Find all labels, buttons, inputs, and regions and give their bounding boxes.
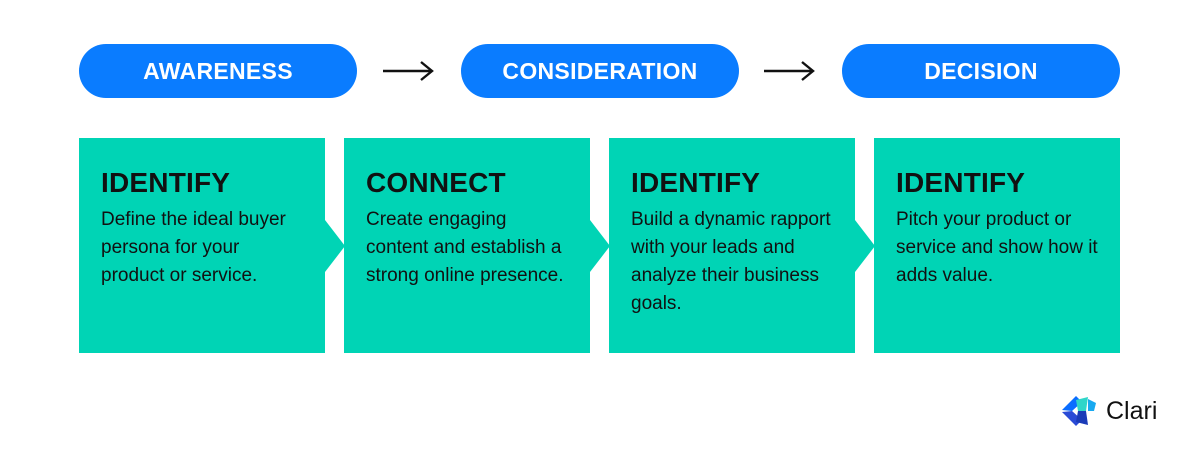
step-card-3: IDENTIFY Build a dynamic rapport with yo… xyxy=(609,138,855,353)
chevron-right-icon xyxy=(590,220,610,272)
chevron-right-icon xyxy=(855,220,875,272)
step-title: CONNECT xyxy=(366,167,506,198)
stage-label: AWARENESS xyxy=(143,57,293,84)
step-description: Define the ideal buyer persona for your … xyxy=(101,209,286,286)
step-card-1: IDENTIFY Define the ideal buyer persona … xyxy=(79,138,325,353)
step-title: IDENTIFY xyxy=(631,167,761,198)
step-description: Pitch your product or service and show h… xyxy=(896,209,1098,286)
clari-logo: Clari xyxy=(1058,394,1157,428)
step-title: IDENTIFY xyxy=(101,167,231,198)
chevron-right-icon xyxy=(325,220,345,272)
step-card-4: IDENTIFY Pitch your product or service a… xyxy=(874,138,1120,353)
step-description: Build a dynamic rapport with your leads … xyxy=(631,209,831,314)
step-title: IDENTIFY xyxy=(896,167,1026,198)
stage-label: DECISION xyxy=(924,57,1038,84)
arrow-right-icon xyxy=(764,61,815,81)
step-description: Create engaging content and establish a … xyxy=(366,209,564,286)
stage-pill-awareness: AWARENESS xyxy=(79,44,357,98)
step-card-2: CONNECT Create engaging content and esta… xyxy=(344,138,590,353)
stage-pill-decision: DECISION xyxy=(842,44,1120,98)
arrow-right-icon xyxy=(383,61,434,81)
stage-pill-consideration: CONSIDERATION xyxy=(461,44,739,98)
clari-logo-icon xyxy=(1062,396,1096,426)
brand-name: Clari xyxy=(1106,396,1158,425)
stage-label: CONSIDERATION xyxy=(502,57,698,84)
